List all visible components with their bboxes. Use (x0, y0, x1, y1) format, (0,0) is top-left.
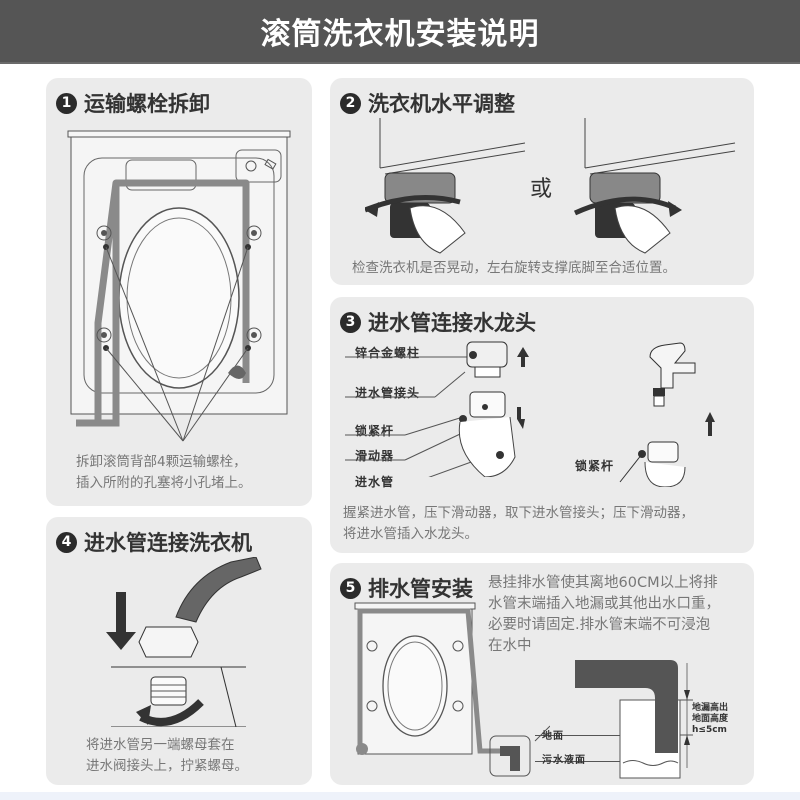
label-drain-height-note: 地漏高出 地面高度 h≤5cm (692, 703, 729, 735)
step-5-title: 5 排水管安装 (340, 573, 473, 603)
drain-hose-washer-illustration (354, 602, 550, 777)
faucet-connection-illustration (619, 342, 715, 487)
step-number-icon: 1 (56, 92, 77, 114)
step-number-icon: 4 (56, 531, 77, 553)
step-4-description: 将进水管另一端螺母套在 进水阀接头上，拧紧螺母。 (86, 737, 248, 774)
step-1-title: 1 运输螺栓拆卸 (56, 88, 210, 118)
step-3-title: 3 进水管连接水龙头 (340, 307, 536, 337)
step-4-title-text: 进水管连接洗衣机 (84, 531, 252, 555)
step-3-title-text: 进水管连接水龙头 (368, 311, 536, 335)
leveling-foot-right-illustration (573, 118, 736, 254)
washer-back-transport-bolts-illustration (67, 130, 291, 442)
step-number-icon: 5 (340, 577, 361, 599)
or-label: 或 (530, 177, 553, 202)
step-number-icon: 3 (340, 311, 361, 333)
step-3-description: 握紧进水管，压下滑动器，取下进水管接头；压下滑动器， 将进水管插入水龙头。 (343, 505, 694, 542)
label-inlet-hose: 进水管 (355, 475, 395, 489)
step-2-title-text: 洗衣机水平调整 (368, 92, 515, 116)
step-2-description: 检查洗衣机是否晃动，左右旋转支撑底脚至合适位置。 (352, 260, 676, 276)
step-2-title: 2 洗衣机水平调整 (340, 88, 515, 118)
page-title: 滚筒洗衣机安装说明 (260, 17, 540, 52)
step-5-description: 悬挂排水管使其离地60CM以上将排 水管末端插入地漏或其他出水口重， 必要时请固… (488, 575, 720, 654)
label-ground: 地面 (542, 731, 564, 742)
step-4-panel: 4 进水管连接洗衣机 将进水管另一端螺母套在 进水阀接头上，拧紧螺母。 (46, 517, 312, 785)
step-3-panel: 3 进水管连接水龙头 锌合金螺柱 进水管接头 锁紧杆 滑动器 进水管 (330, 297, 754, 553)
step-number-icon: 2 (340, 92, 361, 114)
label-lock-lever-right: 锁紧杆 (575, 459, 615, 473)
step-1-panel: 1 运输螺栓拆卸 拆卸滚筒背部4颗运输螺栓， 插入所附的孔塞将小孔堵上。 (46, 78, 312, 506)
inlet-hose-to-washer-illustration (106, 557, 262, 727)
page-header: 滚筒洗衣机安装说明 (0, 0, 800, 64)
leveling-foot-left-illustration (365, 118, 525, 254)
step-4-title: 4 进水管连接洗衣机 (56, 527, 252, 557)
step-5-panel: 5 排水管安装 悬挂排水管使其离地60CM以上将排 水管末端插入地漏或其他出水口… (330, 563, 754, 785)
label-sewage-level: 污水液面 (542, 755, 586, 766)
step-1-description: 拆卸滚筒背部4颗运输螺栓， 插入所附的孔塞将小孔堵上。 (76, 454, 252, 491)
bottom-strip (0, 792, 800, 800)
step-2-panel: 2 洗衣机水平调整 或 检查洗衣机是否晃动，左右旋转支撑底脚至合适位置。 (330, 78, 754, 285)
inlet-hose-parts-illustration (345, 341, 529, 477)
drain-height-diagram (535, 660, 693, 779)
step-1-title-text: 运输螺栓拆卸 (84, 92, 210, 116)
step-5-title-text: 排水管安装 (368, 577, 473, 601)
